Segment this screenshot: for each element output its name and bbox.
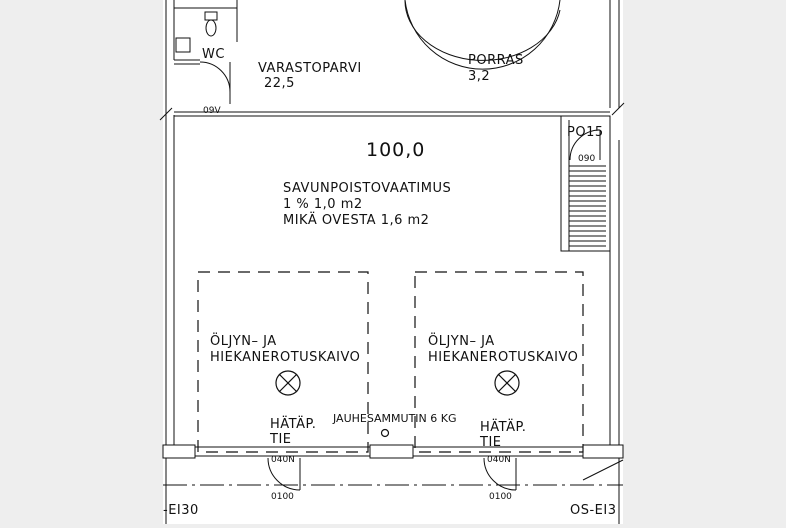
door-code-top: 09V (203, 106, 221, 116)
exit-door-arc-right (483, 457, 517, 491)
stair-area: 3,2 (468, 69, 490, 84)
stair-treads (569, 165, 606, 247)
toilet-tank (204, 11, 218, 21)
separator-outline-left (197, 271, 369, 453)
separator-right-line1: ÖLJYN– JA (428, 332, 495, 349)
stair-name: PORRAS (468, 53, 524, 68)
smoke-note-line3: MIKÄ OVESTA 1,6 m2 (283, 212, 429, 228)
exit-door-arc-left (267, 457, 301, 491)
door-code-right-outer: 0100 (489, 492, 512, 502)
drain-symbol-right (494, 370, 520, 396)
drawing-sheet (163, 0, 623, 524)
drain-symbol-left (275, 370, 301, 396)
separator-left-line1: ÖLJYN– JA (210, 332, 277, 349)
smoke-note-line1: SAVUNPOISTOVAATIMUS (283, 181, 451, 196)
exit-left-line1: HÄTÄP. (270, 416, 316, 432)
wc-label: WC (202, 47, 225, 62)
separator-outline-right (414, 271, 584, 453)
door-code-left-outer: 0100 (271, 492, 294, 502)
fire-class-left: -EI30 (163, 503, 199, 518)
exit-right-line2: TIE (479, 435, 502, 450)
smoke-note-line2: 1 % 1,0 m2 (283, 197, 363, 212)
tick-left (159, 107, 173, 121)
storage-area: 22,5 (264, 76, 295, 91)
extinguisher-label: JAUHESAMMUTIN 6 KG (332, 412, 457, 425)
stair-door-arc (569, 129, 601, 161)
door-code-stair: 090 (578, 154, 595, 164)
fire-class-right: OS-EI3 (570, 503, 617, 518)
door-code-right-inner: 040N (487, 455, 511, 465)
separator-left-line2: HIEKANEROTUSKAIVO (210, 350, 360, 365)
extinguisher-symbol (380, 428, 390, 438)
separator-right-line2: HIEKANEROTUSKAIVO (428, 350, 578, 365)
stair-swing-circle-lower (404, 0, 561, 61)
exit-right-line1: HÄTÄP. (480, 419, 526, 435)
bottom-wall-segment-2 (369, 444, 414, 459)
stair-well (560, 115, 611, 252)
tick-top-right (611, 102, 625, 116)
sink (175, 37, 191, 53)
right-diagonal (582, 459, 624, 481)
exit-left-line2: TIE (269, 432, 292, 447)
bottom-wall-segment-1 (162, 444, 196, 459)
door-code-left-inner: 040N (271, 455, 295, 465)
bottom-wall-segment-3 (582, 444, 624, 459)
hall-area: 100,0 (366, 139, 425, 161)
storage-name: VARASTOPARVI (258, 61, 362, 76)
po-label: PO15 (567, 125, 604, 140)
